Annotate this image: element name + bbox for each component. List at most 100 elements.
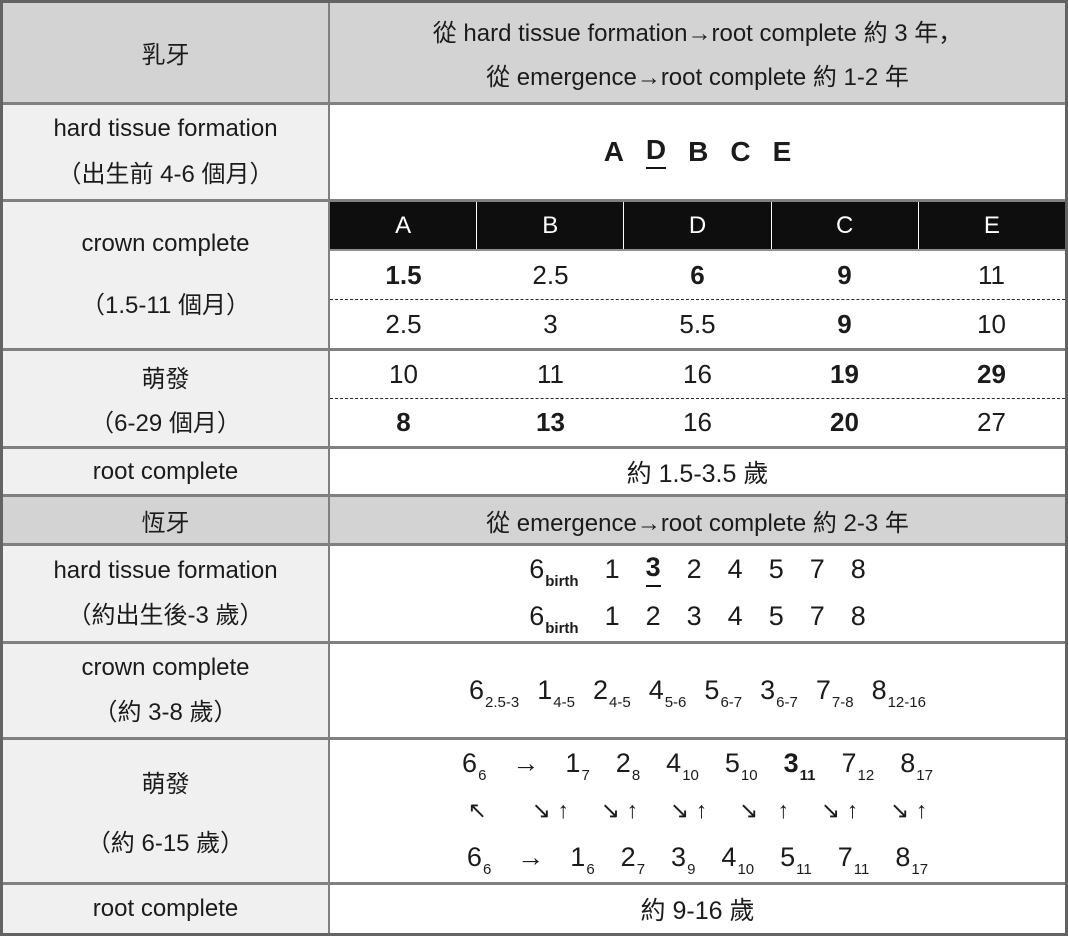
permanent-root-label: root complete xyxy=(92,895,239,922)
table-cell: C xyxy=(772,202,919,249)
tooth-number: 6 xyxy=(529,601,545,632)
tooth-token: B xyxy=(688,136,708,168)
tooth-subscript: 7 xyxy=(581,766,590,784)
tooth-subscript: 11 xyxy=(799,766,816,784)
tooth-subscript: 17 xyxy=(911,861,929,879)
tooth-subscript: birth xyxy=(545,620,579,638)
table-cell: 11 xyxy=(537,359,564,389)
tooth-token: 410 xyxy=(721,843,754,879)
tooth-number: 1 xyxy=(570,842,586,873)
tooth-token: 28 xyxy=(616,748,640,784)
tooth-token: 4 xyxy=(728,554,743,585)
primary-eruption-label-cell: 萌發 （6-29 個月） xyxy=(3,348,330,446)
tooth-number: 6 xyxy=(462,747,478,778)
permanent-summary-line: 從 emergence→root complete 約 2-3 年 xyxy=(486,509,909,537)
primary-root-label-cell: root complete xyxy=(3,446,330,494)
table-cell: 10 xyxy=(977,308,1006,339)
primary-crown-lower-row: 2.5 3 5.5 9 10 xyxy=(330,299,1065,348)
tooth-number: C xyxy=(730,135,751,167)
table-cell: 9 xyxy=(837,308,852,339)
tooth-token: 4 xyxy=(728,602,743,632)
tooth-token: A xyxy=(603,135,624,168)
table-cell: 13 xyxy=(536,407,565,437)
table-cell: 6 xyxy=(690,259,705,290)
tooth-number: 7 xyxy=(809,601,825,632)
tooth-token: 511 xyxy=(780,843,812,879)
table-cell: E xyxy=(983,211,1000,239)
permanent-summary-cell: 從 emergence→root complete 約 2-3 年 xyxy=(330,494,1065,543)
tooth-token: C xyxy=(730,135,751,168)
tooth-token: 66 xyxy=(466,842,491,879)
tooth-token: 8 xyxy=(851,602,866,632)
tooth-subscript: 12-16 xyxy=(887,693,926,711)
permanent-hard-tissue-label-cell: hard tissue formation （約出生後-3 歲） xyxy=(3,543,330,641)
tooth-token: 17 xyxy=(565,747,589,784)
tooth-subscript: 11 xyxy=(853,861,870,879)
tooth-number: 3 xyxy=(671,842,687,873)
primary-root-value: 約 1.5-3.5 歲 xyxy=(626,459,769,488)
tooth-token: 24-5 xyxy=(593,675,631,711)
tooth-subscript: 5-6 xyxy=(664,693,687,711)
permanent-eruption-label-range: （約 6-15 歲） xyxy=(86,830,245,857)
table-cell: 27 xyxy=(977,407,1006,437)
permanent-teeth-header-cell: 恆牙 xyxy=(3,494,330,543)
permanent-crown-label-cell: crown complete （約 3-8 歲） xyxy=(3,641,330,737)
tooth-number: 8 xyxy=(850,601,866,632)
table-cell: B xyxy=(477,202,625,249)
tooth-subscript: 8 xyxy=(631,766,641,784)
permanent-eruption-label-cell: 萌發 （約 6-15 歲） xyxy=(3,737,330,882)
tooth-number: 4 xyxy=(648,674,664,705)
primary-teeth-title: 乳牙 xyxy=(141,42,190,69)
primary-summary-cell: 從 hard tissue formation→root complete 約 … xyxy=(330,3,1065,102)
tooth-token: 812-16 xyxy=(871,674,926,711)
tooth-subscript: 6-7 xyxy=(776,693,798,711)
permanent-crown-label-en: crown complete xyxy=(81,654,250,681)
tooth-number: 8 xyxy=(895,842,911,873)
table-cell: 10 xyxy=(389,359,418,389)
tooth-subscript: 11 xyxy=(796,861,812,879)
tooth-token: 5 xyxy=(769,602,784,632)
tooth-number: 7 xyxy=(841,747,857,778)
tooth-token: 410 xyxy=(666,748,699,784)
permanent-root-value: 約 9-16 歲 xyxy=(640,897,755,925)
tooth-token: 3 xyxy=(687,602,702,632)
primary-hard-tissue-label-en: hard tissue formation xyxy=(53,115,278,143)
table-cell: 20 xyxy=(830,407,859,437)
table-cell: 16 xyxy=(683,359,712,389)
table-cell: 2.5 xyxy=(385,308,422,339)
tooth-number: 8 xyxy=(871,674,887,705)
tooth-token: 510 xyxy=(725,748,758,784)
tooth-number: 5 xyxy=(768,601,784,632)
tooth-token: 7 xyxy=(810,554,825,585)
primary-root-value-cell: 約 1.5-3.5 歲 xyxy=(330,446,1065,494)
tooth-token: 8 xyxy=(851,554,866,585)
tooth-number: 6 xyxy=(466,842,482,873)
tooth-subscript: 4-5 xyxy=(609,693,631,711)
tooth-number: → xyxy=(512,747,540,778)
table-cell: 19 xyxy=(830,359,859,389)
tooth-token: → xyxy=(517,843,544,873)
tooth-token: 5 xyxy=(769,554,784,585)
tooth-token: 39 xyxy=(671,842,695,879)
tooth-token: 3 xyxy=(645,552,661,587)
tooth-number: 1 xyxy=(565,747,581,778)
table-cell: 3 xyxy=(543,308,558,339)
primary-crown-label-en: crown complete xyxy=(81,229,250,257)
eruption-direction-arrows: ↖ ↘ ↑ ↘ ↑ ↘ ↑ ↘ ↑ ↘ ↑ ↘ ↑ xyxy=(467,797,928,824)
tooth-subscript: 2.5-3 xyxy=(485,693,520,711)
tooth-token: 311 xyxy=(784,748,816,784)
primary-hard-tissue-label-zh: （出生前 4-6 個月） xyxy=(57,160,274,188)
table-cell: 5.5 xyxy=(679,308,716,339)
tooth-number: A xyxy=(603,135,624,167)
tooth-subscript: 12 xyxy=(857,766,875,784)
tooth-subscript: 7 xyxy=(636,861,646,879)
tooth-token: 66 xyxy=(462,747,486,784)
tooth-token: 62.5-3 xyxy=(469,675,519,711)
tooth-subscript: 4-5 xyxy=(553,693,575,711)
